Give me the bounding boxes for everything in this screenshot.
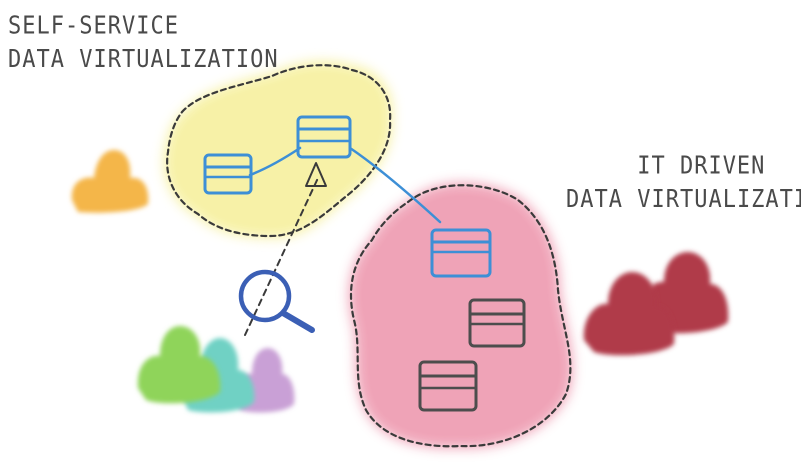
database-table-icon <box>468 298 526 348</box>
self-service-cloud-outline <box>166 64 392 238</box>
it-driven-region <box>349 182 573 449</box>
arrow-head-icon <box>305 162 327 187</box>
it-driven-cloud-fill <box>349 182 573 449</box>
it-driven-title: IT DRIVEN DATA VIRTUALIZATION <box>566 150 801 217</box>
self-service-title-line2: DATA VIRTUALIZATION <box>8 45 279 74</box>
user-group <box>137 326 295 413</box>
person-silhouette-icon <box>583 272 675 356</box>
magnifying-glass-icon <box>238 269 315 333</box>
database-table-icon <box>430 228 492 278</box>
it-driven-cloud-outline <box>349 184 572 448</box>
connector-line <box>248 146 302 177</box>
person-silhouette-icon <box>137 326 221 404</box>
database-table-icon <box>203 153 253 195</box>
person-silhouette-icon <box>71 150 149 213</box>
self-service-title-line1: SELF-SERVICE <box>8 12 179 41</box>
it-driven-title-line1: IT DRIVEN <box>637 152 766 181</box>
database-table-icon <box>418 360 478 412</box>
discovery-arrow <box>244 162 327 336</box>
arrow-shaft <box>244 177 319 336</box>
self-service-region <box>163 61 393 239</box>
self-service-cloud-fill <box>163 61 393 239</box>
database-table-icon <box>296 115 352 159</box>
self-service-title: SELF-SERVICE DATA VIRTUALIZATION <box>8 10 279 77</box>
connector-line <box>348 146 442 224</box>
data-connections <box>248 146 442 224</box>
it-driven-title-line2: DATA VIRTUALIZATION <box>566 185 801 214</box>
it-user-group <box>583 252 729 356</box>
